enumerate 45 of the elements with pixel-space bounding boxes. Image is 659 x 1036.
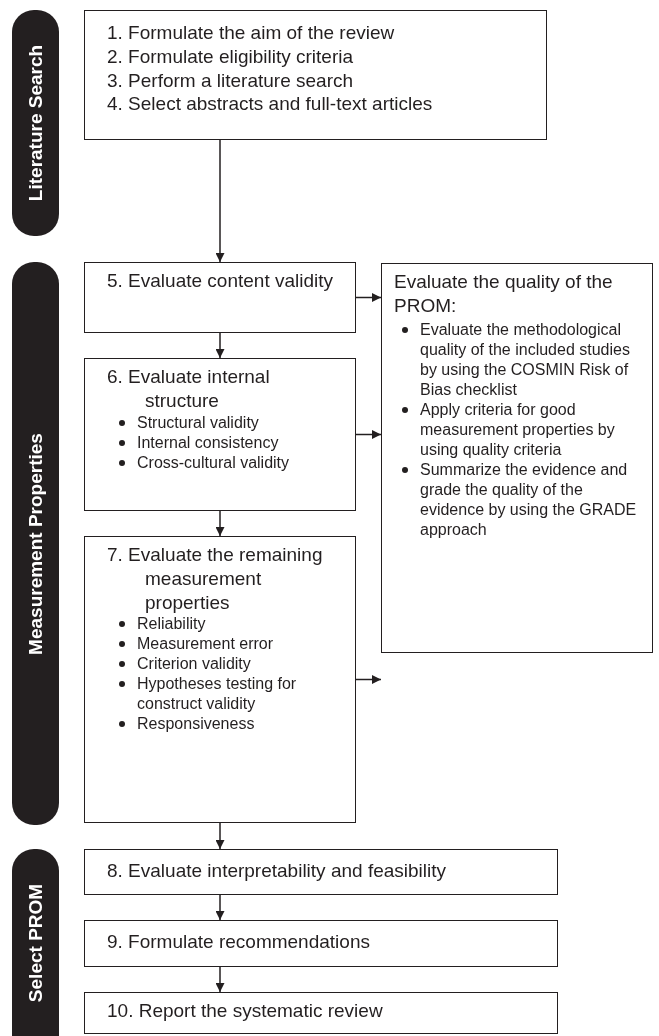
bullet-item: Responsiveness xyxy=(111,714,347,735)
step-text: 3. Perform a literature search xyxy=(107,68,355,93)
bullet-item: Apply criteria for good measurement properties by using quality criteria xyxy=(394,399,644,460)
step-text: 7. Evaluate the remaining measurement properties xyxy=(107,543,324,615)
bullet-item: Measurement error xyxy=(111,634,347,655)
section-band xyxy=(12,849,59,1036)
section-label: Select PROM xyxy=(24,883,47,1002)
step-box xyxy=(84,992,558,1034)
bullet-item: Structural validity xyxy=(111,412,347,433)
section-band xyxy=(12,262,59,825)
bullet-item: Cross-cultural validity xyxy=(111,452,347,473)
section-band xyxy=(12,10,59,236)
step-box xyxy=(84,262,356,333)
arrow xyxy=(215,332,225,359)
box-heading: Evaluate the quality of the PROM: xyxy=(394,270,614,318)
step-box xyxy=(84,536,356,823)
step-box xyxy=(84,920,558,967)
bullet-item: Summarize the evidence and grade the quality of the evidence by using the GRADE approach xyxy=(394,459,644,540)
step-text: 5. Evaluate content validity xyxy=(107,269,335,293)
step-box xyxy=(84,10,547,140)
step-text: 8. Evaluate interpretability and feasibility xyxy=(107,859,448,883)
arrow xyxy=(355,293,382,302)
arrow xyxy=(355,430,382,439)
step-text: 6. Evaluate internal structure xyxy=(107,365,271,413)
arrow xyxy=(215,510,225,537)
step-text: 9. Formulate recommendations xyxy=(107,930,371,954)
summary-box xyxy=(381,263,653,653)
bullet-item: Internal consistency xyxy=(111,432,347,453)
step-box xyxy=(84,358,356,511)
step-text: 2. Formulate eligibility criteria xyxy=(107,44,355,69)
arrow xyxy=(215,822,225,850)
step-text: 10. Report the systematic review xyxy=(107,999,384,1023)
arrow xyxy=(215,139,225,263)
bullet-item: Evaluate the methodological quality of the included studies by using the COSMIN Risk of Bias checklist xyxy=(394,319,644,400)
arrow xyxy=(355,675,382,684)
section-label: Measurement Properties xyxy=(24,432,47,655)
step-text: 4. Select abstracts and full-text articles xyxy=(107,92,434,116)
bullet-item: Hypotheses testing for construct validity xyxy=(111,674,347,715)
arrow xyxy=(215,894,225,921)
arrow xyxy=(215,966,225,993)
section-label: Literature Search xyxy=(24,44,47,202)
step-text: 1. Formulate the aim of the review xyxy=(107,21,396,45)
bullet-item: Criterion validity xyxy=(111,654,347,675)
bullet-item: Reliability xyxy=(111,614,347,635)
step-box xyxy=(84,849,558,895)
